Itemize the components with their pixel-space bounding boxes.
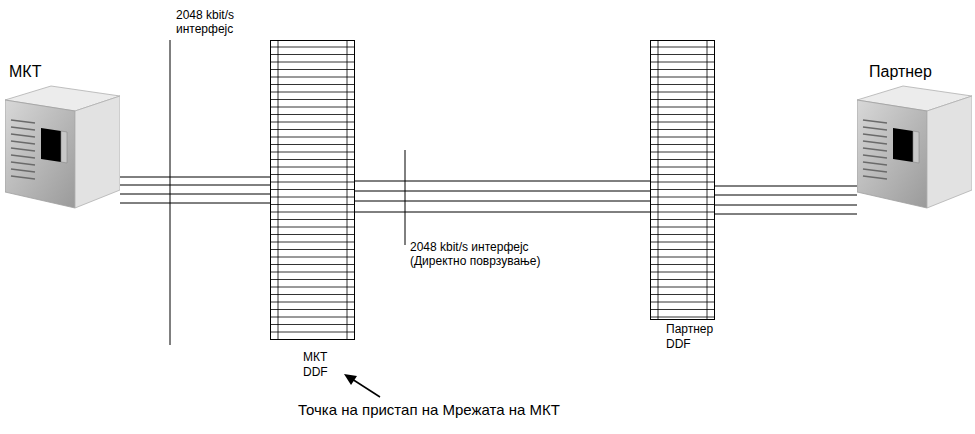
server-grille — [11, 148, 35, 151]
ddf-panel — [270, 40, 355, 340]
node-label: Партнер DDF — [666, 322, 718, 352]
server-grille — [863, 120, 887, 123]
connector-wire — [355, 212, 650, 213]
server-node: МКТ — [3, 62, 123, 212]
server-grille — [11, 169, 35, 172]
connector-wire — [715, 205, 857, 206]
server-panel — [41, 128, 61, 162]
server-shape — [857, 84, 972, 209]
server-grille — [11, 127, 35, 130]
server-grille — [11, 162, 35, 165]
server-grille — [11, 141, 35, 144]
server-node: Партнер — [855, 62, 973, 212]
node-label: МКТ DDF — [303, 350, 343, 380]
server-grille — [863, 155, 887, 158]
connector-bundle — [355, 181, 650, 212]
server-panel-edge — [913, 131, 919, 163]
server-grille — [863, 127, 887, 130]
leader-line — [352, 379, 380, 397]
connector-bundle — [120, 177, 270, 203]
connector-wire — [715, 195, 857, 196]
ddf-shape — [270, 40, 355, 340]
server-icon — [5, 84, 120, 209]
server-side — [75, 96, 120, 208]
server-grille — [863, 134, 887, 137]
node-label: МКТ — [9, 62, 99, 82]
connector-wire — [355, 181, 650, 182]
server-panel-edge — [61, 131, 67, 163]
connector-wire — [120, 203, 270, 204]
server-grille — [11, 155, 35, 158]
node-label: Партнер — [869, 62, 969, 82]
server-grille — [863, 141, 887, 144]
interface-tick — [405, 150, 406, 245]
connector-wire — [355, 191, 650, 192]
callout-text: Точка на пристап на Мрежата на МКТ — [298, 401, 628, 419]
interface-label: 2048 kbit/s интерфејс (Директно поврзува… — [410, 240, 555, 268]
ddf-node: МКТ DDF — [270, 40, 360, 390]
server-grille — [863, 169, 887, 172]
server-panel — [893, 128, 913, 162]
server-shape — [5, 84, 120, 209]
server-icon — [857, 84, 972, 209]
connector-wire — [120, 177, 270, 178]
connector-wire — [715, 214, 857, 215]
connector-wire — [120, 194, 270, 195]
leader-arrowhead — [344, 374, 357, 385]
server-grille — [11, 120, 35, 123]
server-grille — [863, 162, 887, 165]
server-grille — [11, 134, 35, 137]
server-side — [927, 96, 972, 208]
connector-bundle — [715, 186, 857, 214]
server-grille — [11, 176, 35, 179]
ddf-node: Партнер DDF — [650, 40, 720, 360]
server-front — [5, 100, 75, 208]
server-grille — [863, 176, 887, 179]
interface-label: 2048 kbit/s интерфејс — [176, 8, 256, 36]
connector-wire — [715, 186, 857, 187]
server-front — [857, 100, 927, 208]
connector-wire — [355, 201, 650, 202]
ddf-panel — [650, 40, 715, 320]
server-grille — [863, 148, 887, 151]
connector-wire — [120, 185, 270, 186]
interface-line — [170, 40, 171, 345]
ddf-shape — [650, 40, 715, 320]
